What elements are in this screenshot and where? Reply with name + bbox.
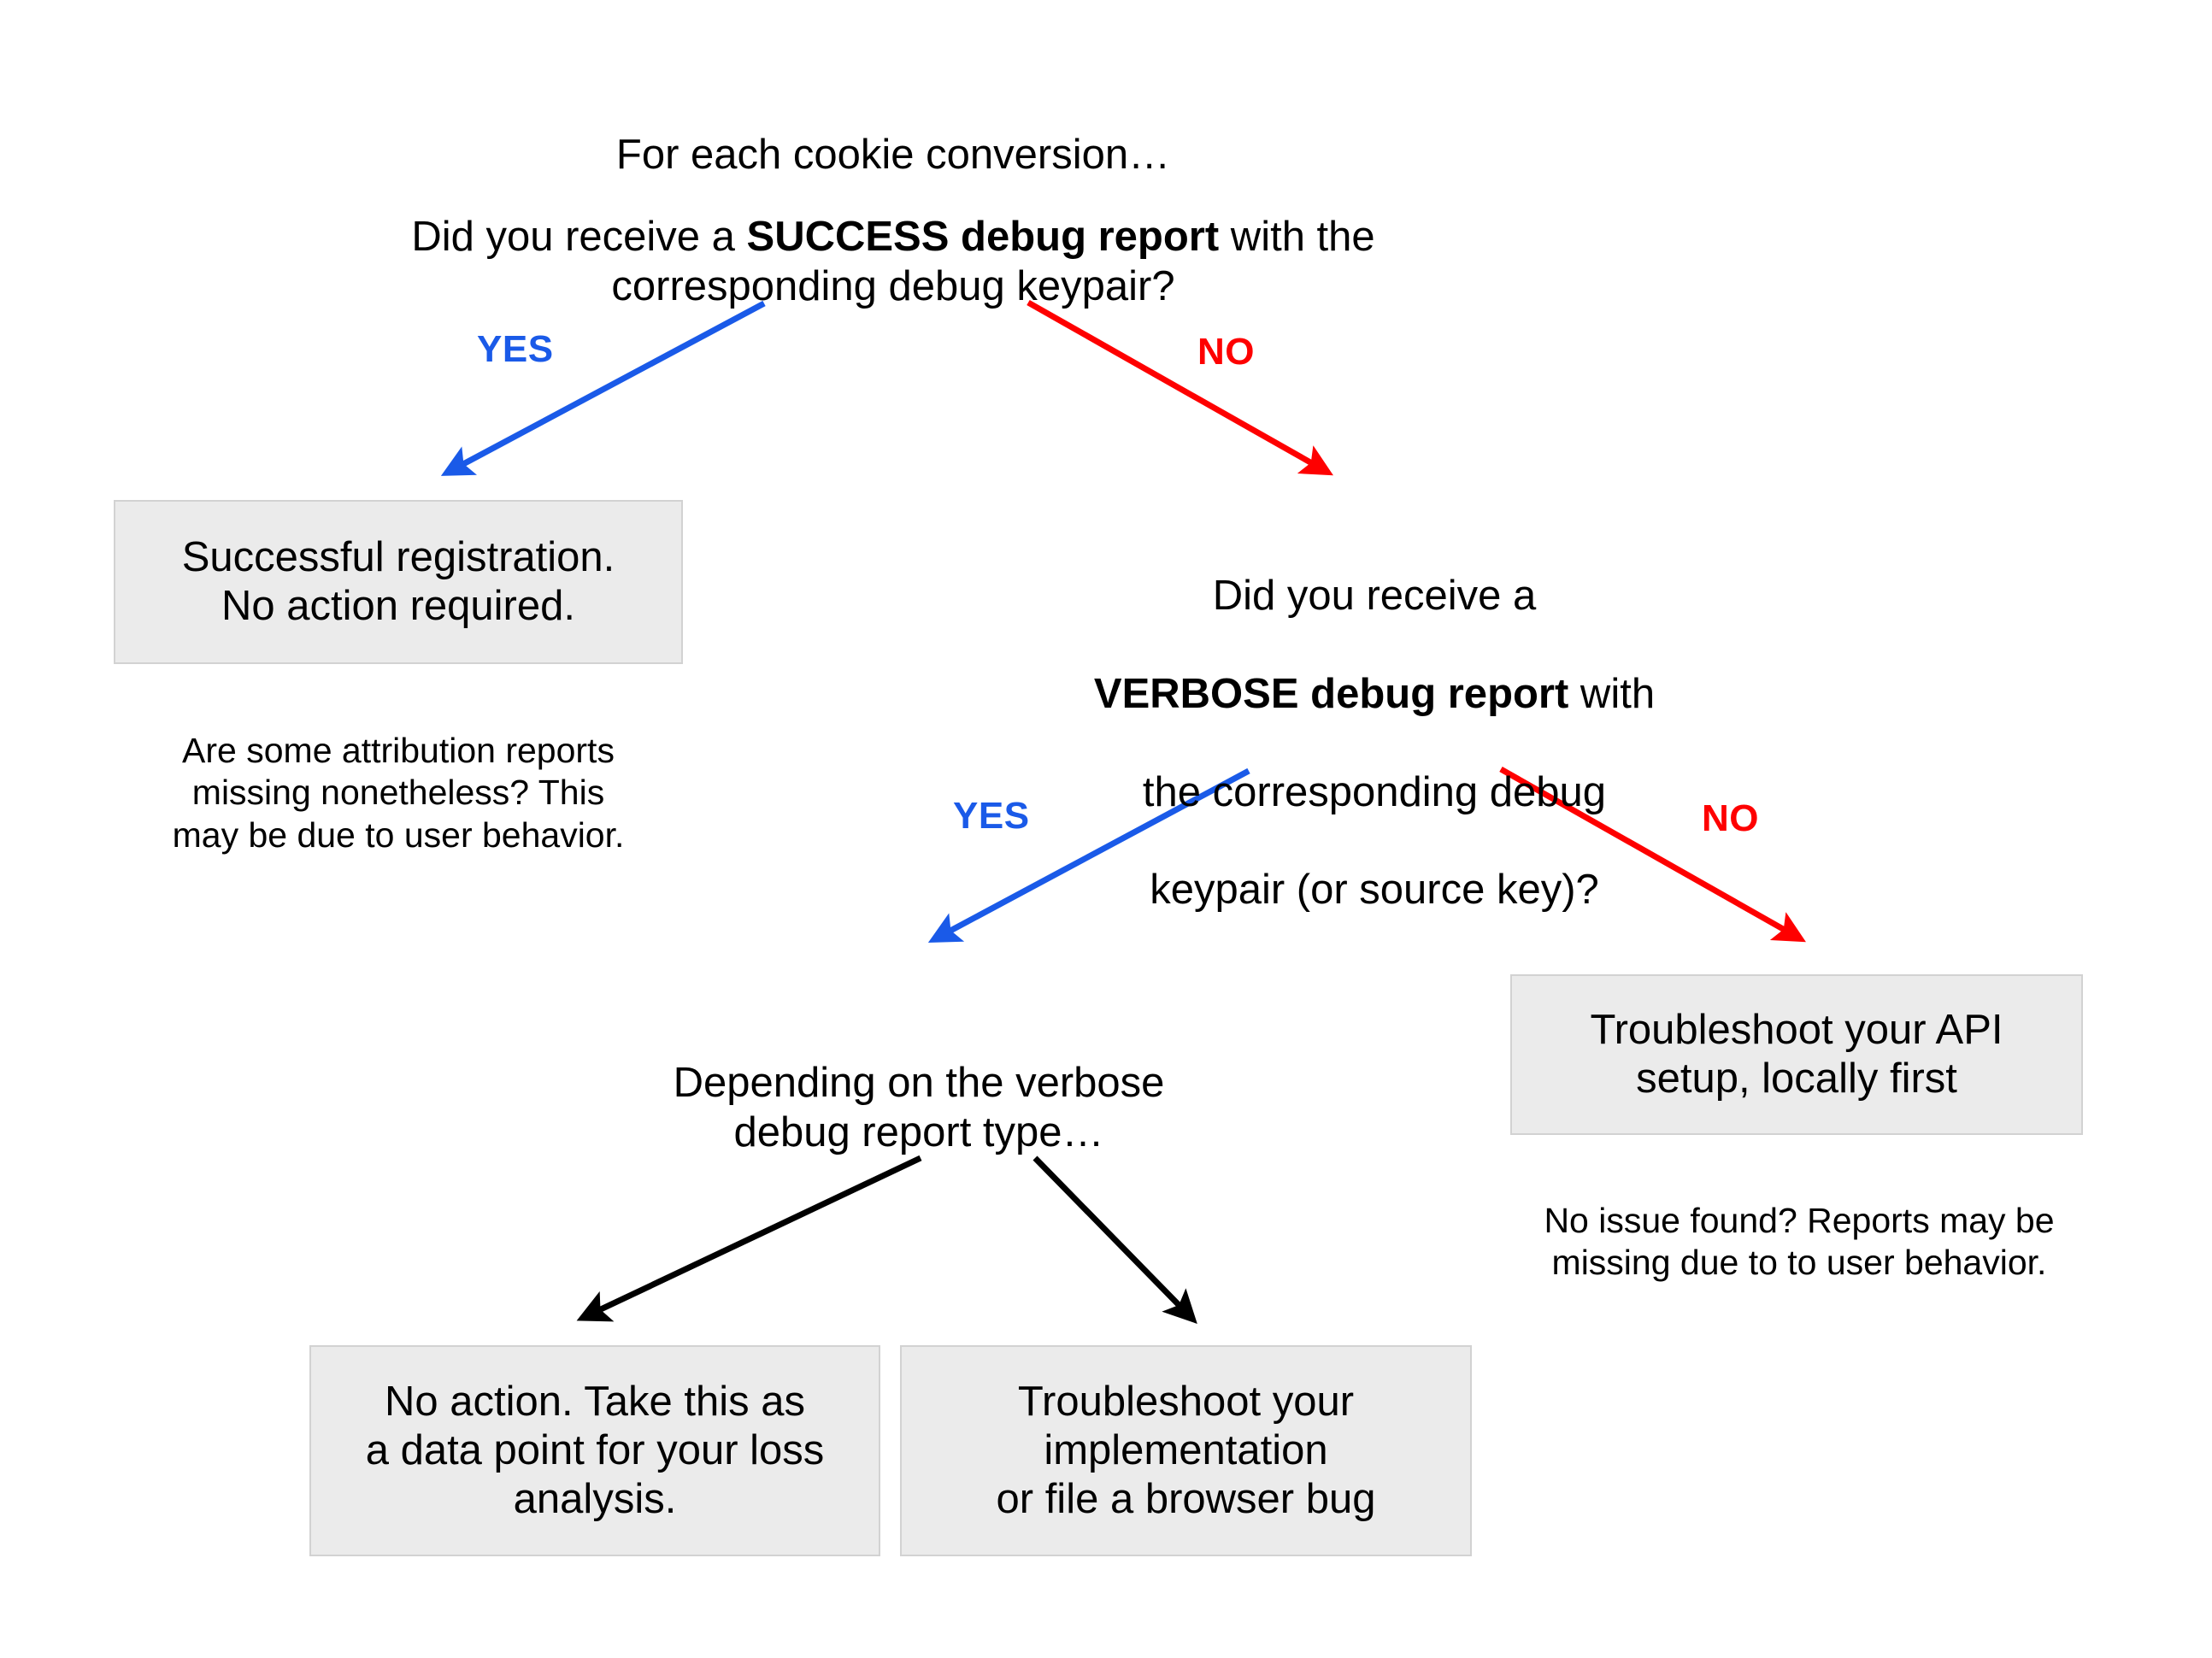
node-troubleshoot-api-text: Troubleshoot your API setup, locally fir… bbox=[1590, 1007, 2003, 1102]
edge-label-root-no: NO bbox=[1197, 331, 1255, 373]
node-troubleshoot-implementation[interactable]: Troubleshoot your implementation or file… bbox=[900, 1345, 1472, 1556]
node-depending-on-type: Depending on the verbose debug report ty… bbox=[628, 1010, 1209, 1157]
root-question-prefix: Did you receive a bbox=[411, 214, 747, 261]
node-no-action-loss-analysis-text: No action. Take this as a data point for… bbox=[365, 1379, 825, 1522]
edge-label-root-yes-text: YES bbox=[477, 328, 554, 370]
edge-label-verbose-yes: YES bbox=[953, 795, 1030, 838]
node-verbose-question-line1: Did you receive a bbox=[1212, 573, 1537, 620]
node-verbose-question-line3: the corresponding debug bbox=[1142, 768, 1607, 815]
node-verbose-question-line4: keypair (or source key)? bbox=[1150, 867, 1599, 914]
note-successful-registration: Are some attribution reports missing non… bbox=[111, 688, 685, 856]
root-question: Did you receive a SUCCESS debug report w… bbox=[282, 164, 1504, 311]
root-question-emphasis: SUCCESS debug report bbox=[746, 214, 1220, 261]
edge-label-root-no-text: NO bbox=[1197, 331, 1255, 373]
node-no-action-loss-analysis[interactable]: No action. Take this as a data point for… bbox=[309, 1345, 880, 1556]
note-troubleshoot-api-text: No issue found? Reports may be missing d… bbox=[1544, 1201, 2055, 1283]
node-verbose-question-emphasis: VERBOSE debug report bbox=[1093, 670, 1569, 717]
note-troubleshoot-api: No issue found? Reports may be missing d… bbox=[1462, 1158, 2137, 1285]
edge-label-verbose-yes-text: YES bbox=[953, 795, 1030, 837]
arrow-type-right bbox=[1032, 1155, 1197, 1325]
root-prompt-text: For each cookie conversion… bbox=[615, 132, 1171, 179]
arrow-type-left bbox=[576, 1155, 922, 1322]
node-verbose-question: Did you receive a VERBOSE debug report w… bbox=[990, 523, 1759, 915]
node-verbose-question-after-bold: with bbox=[1568, 670, 1656, 717]
edge-label-verbose-no-text: NO bbox=[1702, 797, 1759, 839]
node-depending-on-type-text: Depending on the verbose debug report ty… bbox=[673, 1060, 1165, 1155]
node-troubleshoot-implementation-text: Troubleshoot your implementation or file… bbox=[996, 1379, 1376, 1522]
node-successful-registration-text: Successful registration. No action requi… bbox=[181, 534, 615, 629]
root-prompt: For each cookie conversion… bbox=[462, 82, 1325, 180]
node-successful-registration[interactable]: Successful registration. No action requi… bbox=[114, 500, 683, 664]
root-question-suffix: with the corresponding debug keypair? bbox=[611, 214, 1375, 309]
node-troubleshoot-api[interactable]: Troubleshoot your API setup, locally fir… bbox=[1510, 974, 2083, 1135]
arrow-root-no bbox=[1027, 299, 1333, 476]
edge-label-root-yes: YES bbox=[477, 328, 554, 371]
note-successful-registration-text: Are some attribution reports missing non… bbox=[172, 731, 625, 855]
edge-label-verbose-no: NO bbox=[1702, 797, 1759, 840]
